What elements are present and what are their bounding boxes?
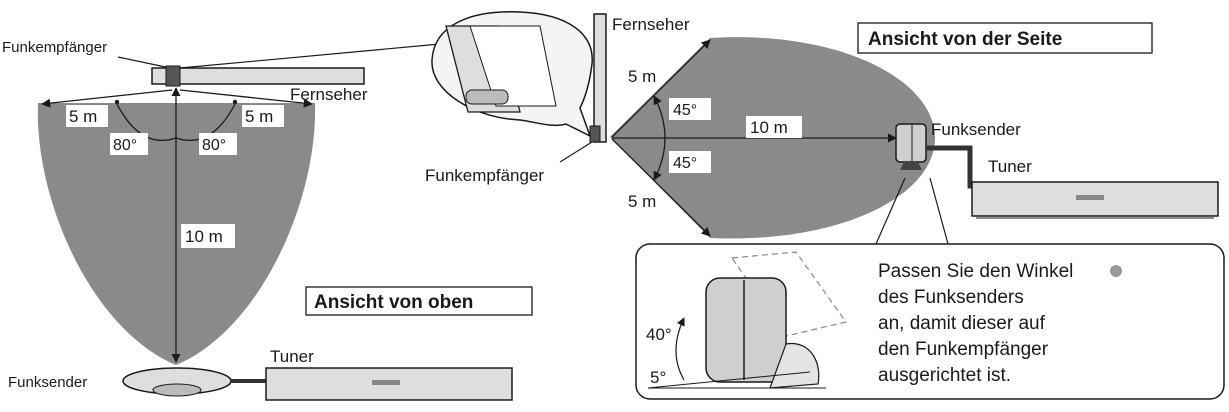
top-receiver-label: Funkempfänger bbox=[2, 39, 107, 56]
side-view-title-box bbox=[857, 22, 1153, 54]
detail-transmitter-body bbox=[705, 277, 787, 383]
side-transmitter-label: Funksender bbox=[931, 120, 1021, 139]
detail-transmitter-stand bbox=[769, 342, 820, 389]
detail-note-line-3: an, damit dieser auf bbox=[878, 313, 1046, 334]
callout-receiver bbox=[465, 89, 509, 105]
side-lower-distance-label: 5 m bbox=[628, 192, 656, 211]
detail-5deg-line bbox=[647, 371, 811, 389]
side-view: Fernseher 5 m 5 m 45° 45° 10 m Funkempfä… bbox=[425, 13, 1219, 239]
detail-40deg-arc bbox=[675, 317, 685, 381]
top-receiver-device bbox=[165, 65, 181, 87]
side-tuner-label: Tuner bbox=[988, 157, 1032, 176]
top-right-dimension bbox=[179, 89, 313, 108]
top-arc-dot-right bbox=[232, 99, 238, 105]
side-tuner-logo bbox=[1076, 195, 1104, 200]
callout-tv-screen bbox=[469, 25, 557, 107]
detail-angle-large: 40° bbox=[646, 325, 672, 344]
top-receiver-pointer bbox=[117, 56, 171, 69]
top-left-distance-label: 5 m bbox=[69, 107, 97, 126]
top-right-distance-label: 5 m bbox=[245, 107, 273, 126]
detail-note-line-4: den Funkempfänger bbox=[878, 339, 1049, 360]
top-tv-bar bbox=[151, 67, 365, 85]
side-angle-arc bbox=[653, 95, 666, 181]
angle-detail-panel: 40° 5° Passen Sie den Winkel des Funksen… bbox=[635, 177, 1225, 400]
side-tv-panel bbox=[593, 13, 607, 143]
top-left-angle-bg bbox=[110, 133, 148, 155]
side-transmitter-stand bbox=[900, 162, 922, 170]
detail-note-line-5: ausgerichtet ist. bbox=[878, 365, 1011, 386]
top-center-distance-label: 10 m bbox=[185, 227, 223, 246]
side-receiver-label: Funkempfänger bbox=[425, 166, 544, 185]
side-transmitter-device bbox=[895, 123, 927, 163]
side-lower-angle-label: 45° bbox=[673, 155, 697, 172]
top-left-dimension bbox=[41, 89, 173, 108]
top-view-title: Ansicht von oben bbox=[314, 292, 473, 313]
top-view: Funkempfänger Fernseher 5 m 5 m 80° 80° … bbox=[2, 39, 533, 401]
side-center-distance-bg bbox=[746, 116, 802, 138]
detail-angle-small: 5° bbox=[650, 368, 666, 387]
side-lower-dimension bbox=[611, 138, 711, 237]
top-tv-label: Fernseher bbox=[290, 85, 368, 104]
top-angle-arc bbox=[115, 101, 237, 142]
side-lower-angle-bg bbox=[669, 151, 711, 173]
top-center-distance-bg bbox=[181, 224, 235, 248]
side-view-title: Ansicht von der Seite bbox=[868, 29, 1062, 50]
receiver-detail-callout bbox=[431, 11, 593, 138]
side-upper-angle-bg bbox=[669, 98, 711, 120]
side-tv-label: Fernseher bbox=[612, 15, 690, 34]
top-tuner-logo bbox=[372, 380, 400, 385]
side-upper-angle-label: 45° bbox=[673, 102, 697, 119]
top-transmitter-base bbox=[152, 383, 202, 397]
top-right-distance-bg bbox=[242, 105, 284, 127]
detail-pointer-lines bbox=[875, 177, 949, 245]
side-center-distance-label: 10 m bbox=[750, 118, 788, 137]
side-receiver-pointer bbox=[559, 141, 593, 163]
detail-note-line-1: Passen Sie den Winkel bbox=[878, 261, 1073, 282]
top-view-title-box bbox=[305, 286, 533, 316]
detail-note-line-2: des Funksenders bbox=[878, 287, 1024, 308]
bullet-dot bbox=[1110, 265, 1122, 277]
top-arc-dot-left bbox=[114, 99, 120, 105]
top-left-angle-label: 80° bbox=[113, 137, 137, 154]
top-right-angle-bg bbox=[199, 133, 237, 155]
side-upper-dimension bbox=[611, 39, 711, 138]
top-transmitter-label: Funksender bbox=[8, 374, 87, 391]
top-right-angle-label: 80° bbox=[202, 137, 226, 154]
side-upper-distance-label: 5 m bbox=[628, 67, 656, 86]
side-receiver-device bbox=[589, 125, 601, 143]
top-left-distance-bg bbox=[66, 105, 108, 127]
top-tuner-label: Tuner bbox=[270, 347, 314, 366]
top-callout-line bbox=[179, 43, 441, 69]
